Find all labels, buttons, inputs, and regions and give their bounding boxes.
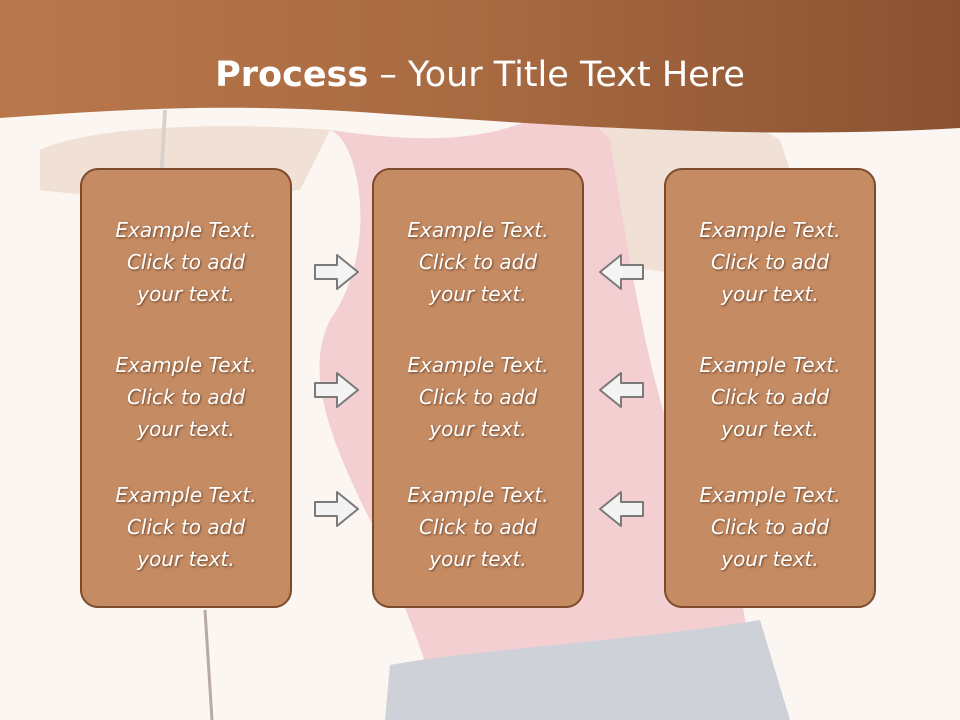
text-line: Click to add — [126, 515, 246, 539]
arrow-right-icon — [314, 372, 359, 408]
box-text-placeholder[interactable]: Example Text. Click to add your text. — [82, 479, 290, 575]
text-line: your text. — [721, 282, 819, 306]
box-text-placeholder[interactable]: Example Text. Click to add your text. — [82, 214, 290, 310]
title-bold-part: Process — [215, 55, 369, 95]
text-line: Example Text. — [115, 218, 257, 242]
box-text-placeholder[interactable]: Example Text. Click to add your text. — [374, 214, 582, 310]
title-rest-part: – Your Title Text Here — [368, 55, 745, 95]
text-line: Example Text. — [699, 218, 841, 242]
text-line: Example Text. — [115, 483, 257, 507]
text-line: Example Text. — [699, 483, 841, 507]
box-text-placeholder[interactable]: Example Text. Click to add your text. — [666, 479, 874, 575]
text-line: Click to add — [418, 250, 538, 274]
process-box-right[interactable]: Example Text. Click to add your text. Ex… — [664, 168, 876, 608]
arrow-left-icon — [599, 372, 644, 408]
text-line: your text. — [429, 282, 527, 306]
header-band — [0, 0, 960, 133]
text-line: Example Text. — [115, 353, 257, 377]
text-line: your text. — [137, 282, 235, 306]
text-line: Example Text. — [407, 483, 549, 507]
text-line: Example Text. — [699, 353, 841, 377]
text-line: Click to add — [710, 250, 830, 274]
text-line: Click to add — [710, 385, 830, 409]
text-line: Click to add — [710, 515, 830, 539]
process-box-left[interactable]: Example Text. Click to add your text. Ex… — [80, 168, 292, 608]
arrow-left-icon — [599, 254, 644, 290]
box-text-placeholder[interactable]: Example Text. Click to add your text. — [374, 479, 582, 575]
text-line: Click to add — [418, 385, 538, 409]
slide-title[interactable]: Process – Your Title Text Here — [0, 52, 960, 102]
process-box-center[interactable]: Example Text. Click to add your text. Ex… — [372, 168, 584, 608]
box-text-placeholder[interactable]: Example Text. Click to add your text. — [666, 214, 874, 310]
arrow-right-icon — [314, 491, 359, 527]
text-line: your text. — [721, 547, 819, 571]
arrow-right-icon — [314, 254, 359, 290]
text-line: your text. — [721, 417, 819, 441]
text-line: your text. — [429, 417, 527, 441]
arrow-left-icon — [599, 491, 644, 527]
text-line: Click to add — [418, 515, 538, 539]
box-text-placeholder[interactable]: Example Text. Click to add your text. — [82, 349, 290, 445]
text-line: Example Text. — [407, 353, 549, 377]
text-line: Example Text. — [407, 218, 549, 242]
box-text-placeholder[interactable]: Example Text. Click to add your text. — [374, 349, 582, 445]
box-text-placeholder[interactable]: Example Text. Click to add your text. — [666, 349, 874, 445]
text-line: your text. — [137, 547, 235, 571]
text-line: your text. — [137, 417, 235, 441]
text-line: your text. — [429, 547, 527, 571]
text-line: Click to add — [126, 385, 246, 409]
text-line: Click to add — [126, 250, 246, 274]
